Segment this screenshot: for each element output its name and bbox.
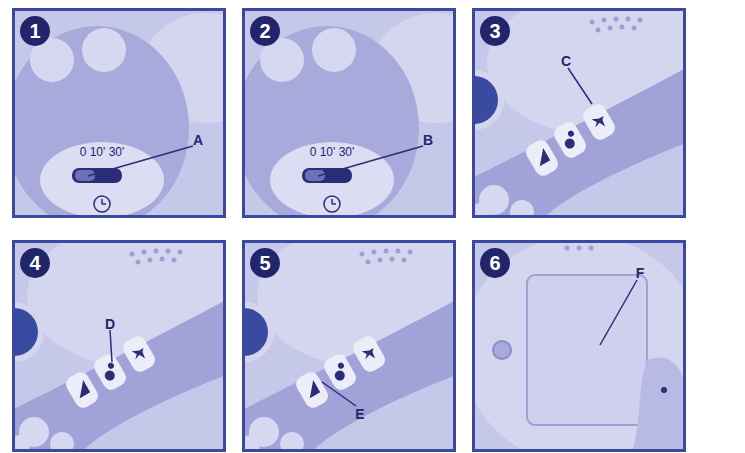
step-panel: 1 [12,8,226,218]
step-number: 4 [20,248,50,278]
callout-letter: F [636,265,645,281]
callout-letter: E [355,406,364,422]
step-number: 1 [20,16,50,46]
step-number: 5 [250,248,280,278]
step-number: 3 [480,16,510,46]
step-number: 2 [250,16,280,46]
button-arm-5 [242,240,456,452]
callout-letter: D [105,316,115,332]
step-panel: 5 [242,240,456,452]
timer-scale: 0 10' 30' [310,145,355,159]
step-number: 6 [480,248,510,278]
button-arm-4 [12,240,226,452]
leader-lines [88,68,637,406]
step-panel: 2 [242,8,456,218]
timer-paw-1 [12,8,226,218]
timer-paw-2 [242,8,456,218]
button-arm-3 [472,8,686,218]
timer-scale: 0 10' 30' [80,145,125,159]
callout-letter: C [561,53,571,69]
step-panel: 4 [12,240,226,452]
battery-back [472,240,686,452]
step-panel: 3 [472,8,686,218]
callout-letter: A [193,132,203,148]
callout-letter: B [423,132,433,148]
step-panel: 6 [472,240,686,452]
